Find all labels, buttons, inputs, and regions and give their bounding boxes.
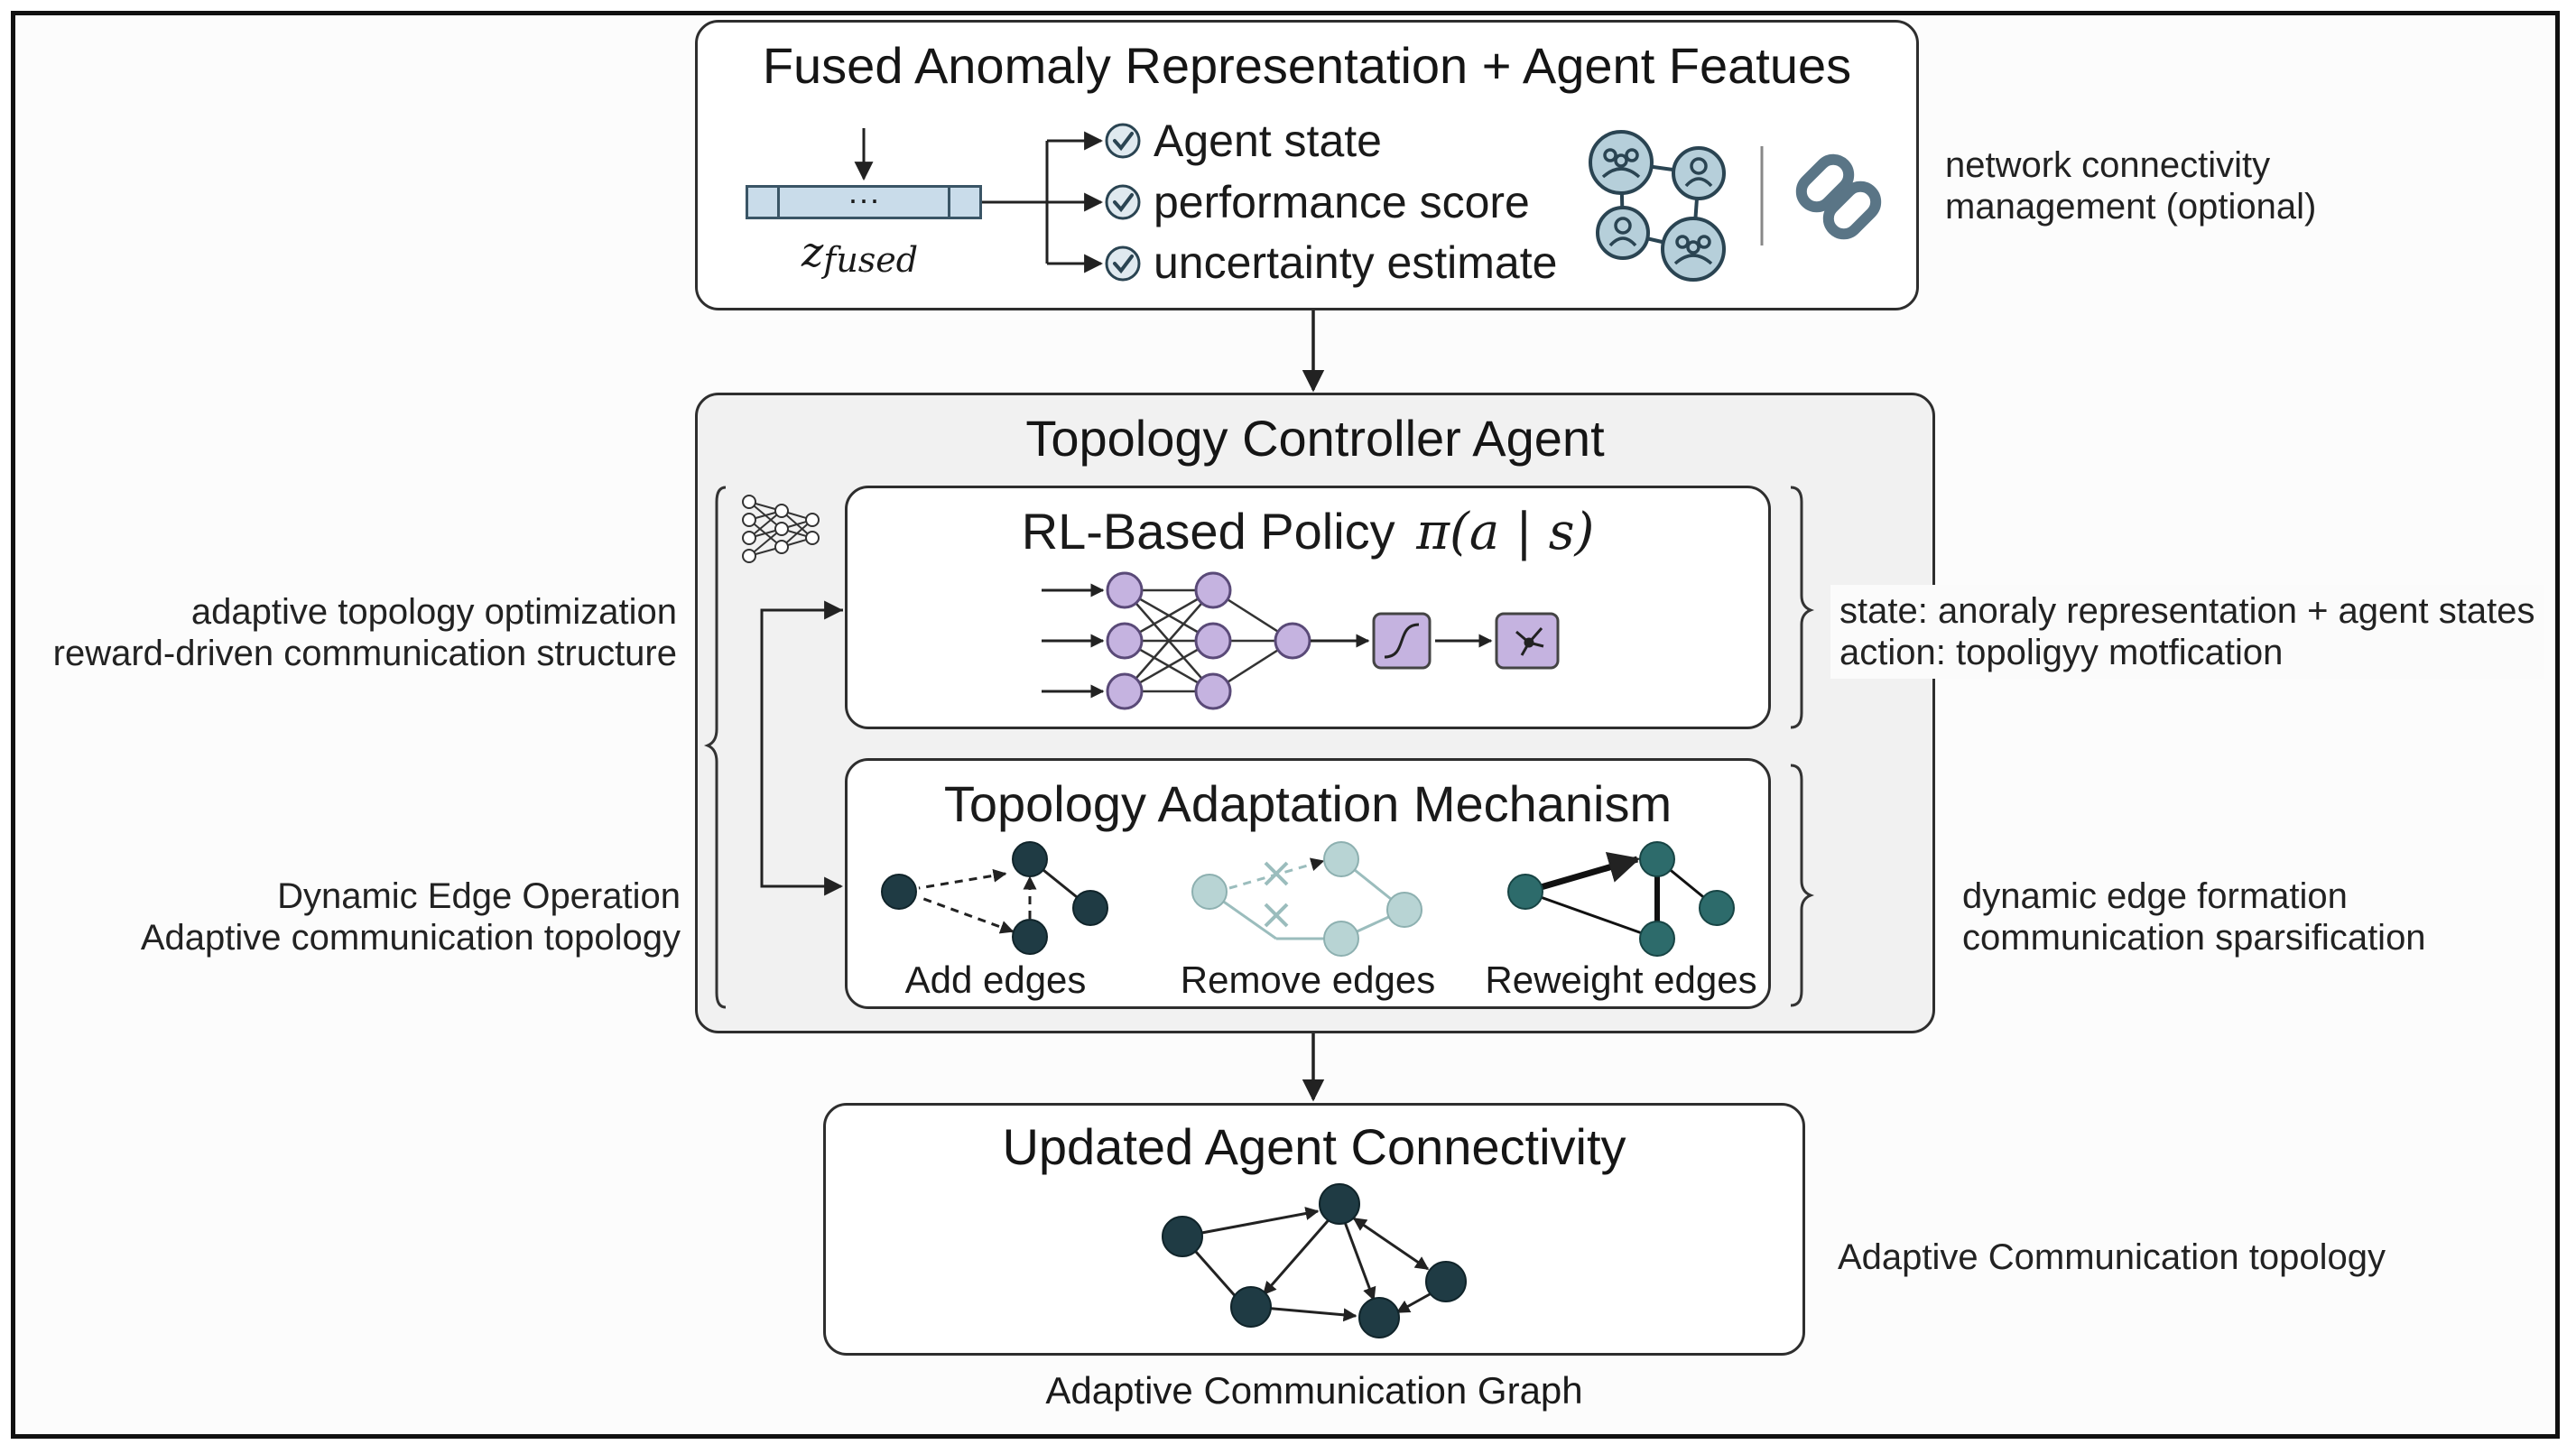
policy-right-brace: [1790, 486, 1815, 729]
policy-left-line1: adaptive topology optimization: [190, 592, 677, 632]
fused-representation-title: Fused Anomaly Representation + Agent Fea…: [762, 37, 1852, 94]
adapt-left-line2: Adaptive communication topology: [140, 918, 681, 958]
policy-right-line2: action: topoligyy motfication: [1839, 633, 2284, 672]
vector-label-sub: fused: [823, 240, 919, 280]
policy-network: [1042, 571, 1560, 710]
network-note-line1: network connectivity: [1945, 145, 2271, 185]
rl-policy-box: [845, 486, 1771, 729]
updated-connectivity-graph: [1162, 1183, 1467, 1338]
add-edges-graph: [881, 841, 1108, 955]
vector-label: zfused: [802, 227, 918, 280]
uncertainty-estimate-label: uncertainty estimate: [1154, 237, 1558, 288]
neural-network-icon: [742, 495, 820, 563]
topology-adaptation-title: Topology Adaptation Mechanism: [943, 775, 1673, 832]
controller-left-brace: [703, 486, 727, 1009]
agent-group-icon: [1589, 130, 1726, 282]
updated-connectivity-title: Updated Agent Connectivity: [1002, 1118, 1626, 1175]
check-agent-state: Agent state: [1103, 115, 1382, 167]
adaptive-topology-note: Adaptive Communication topology: [1838, 1237, 2386, 1277]
vector-label-z: z: [802, 227, 824, 276]
agent-state-label: Agent state: [1154, 116, 1382, 166]
rl-policy-title-math: π(a | s): [1416, 503, 1595, 561]
policy-left-note: adaptive topology optimization reward-dr…: [36, 591, 677, 674]
op-reweight-edges-label: Reweight edges: [1485, 959, 1757, 1001]
topology-adaptation-box: [845, 758, 1771, 1009]
sigmoid-icon: [1372, 612, 1432, 670]
policy-right-note: state: anoraly representation + agent st…: [1830, 585, 2544, 679]
reweight-edges-graph: [1507, 841, 1735, 957]
op-add-edges-label: Add edges: [904, 959, 1087, 1001]
adaptive-graph-caption: Adaptive Communication Graph: [1045, 1369, 1583, 1412]
rl-policy-title-text: RL-Based Policy: [1021, 503, 1395, 560]
adapt-left-note: Dynamic Edge Operation Adaptive communic…: [36, 875, 681, 959]
remove-edges-graph: [1191, 841, 1422, 957]
network-connectivity-note: network connectivity management (optiona…: [1945, 144, 2316, 227]
policy-left-line2: reward-driven communication structure: [52, 634, 677, 673]
link-icon: [1795, 153, 1882, 240]
vector-dots: ···: [848, 181, 880, 218]
policy-adaptation-loop: [760, 600, 844, 896]
network-note-line2: management (optional): [1945, 187, 2317, 227]
fused-vector: ···: [746, 181, 982, 219]
vector-branch-arrows: [982, 131, 1104, 273]
check-uncertainty-estimate: uncertainty estimate: [1103, 236, 1557, 289]
adapt-right-line2: communication sparsification: [1962, 918, 2426, 958]
adapt-right-note: dynamic edge formation communication spa…: [1962, 875, 2426, 959]
check-performance-score: performance score: [1103, 176, 1530, 228]
op-remove-edges-label: Remove edges: [1180, 959, 1436, 1001]
action-icon: [1495, 612, 1560, 670]
rl-policy-title: RL-Based Policy π(a | s): [845, 502, 1771, 561]
policy-right-line1: state: anoraly representation + agent st…: [1839, 591, 2535, 631]
adapt-right-brace: [1790, 764, 1815, 1007]
performance-score-label: performance score: [1154, 177, 1530, 227]
adapt-left-line1: Dynamic Edge Operation: [277, 876, 681, 916]
adapt-right-line1: dynamic edge formation: [1962, 876, 2348, 916]
topology-controller-title: Topology Controller Agent: [1025, 410, 1605, 467]
